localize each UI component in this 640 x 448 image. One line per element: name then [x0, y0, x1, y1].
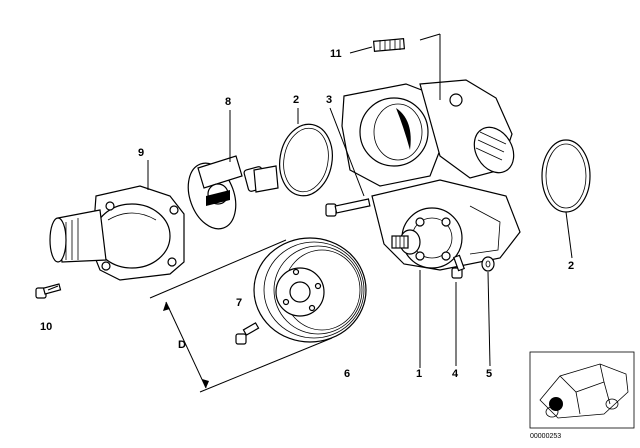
gasket-ring-left-inner	[283, 127, 329, 193]
image-code: 00000253	[530, 433, 561, 440]
stud	[372, 38, 406, 52]
callout-6: 6	[344, 368, 350, 380]
bolt-3	[325, 198, 371, 217]
callout-7: 7	[236, 297, 242, 309]
locator-marker	[549, 397, 563, 411]
callout-8: 8	[225, 96, 231, 108]
gasket-ring-right-inner	[545, 143, 587, 209]
callout-2-right: 2	[568, 260, 574, 272]
locator-thumbnail	[529, 351, 635, 429]
water-pump	[341, 79, 521, 271]
callout-3: 3	[326, 94, 332, 106]
washer-5	[481, 256, 495, 272]
callout-10: 10	[40, 321, 52, 333]
callout-9: 9	[138, 147, 144, 159]
gasket-ring-left	[279, 123, 333, 197]
callout-5: 5	[486, 368, 492, 380]
leader-lines	[47, 33, 573, 393]
dimension-label: D	[178, 339, 186, 351]
callout-2-left: 2	[293, 94, 299, 106]
pulley	[253, 237, 367, 343]
thermostat	[187, 155, 279, 230]
bolt-4	[451, 254, 465, 279]
callout-4: 4	[452, 368, 459, 380]
thermostat-housing	[49, 185, 185, 281]
gasket-ring-right	[541, 139, 591, 213]
bolt-7	[235, 322, 260, 345]
callout-11: 11	[330, 48, 342, 60]
callout-1: 1	[416, 368, 422, 380]
